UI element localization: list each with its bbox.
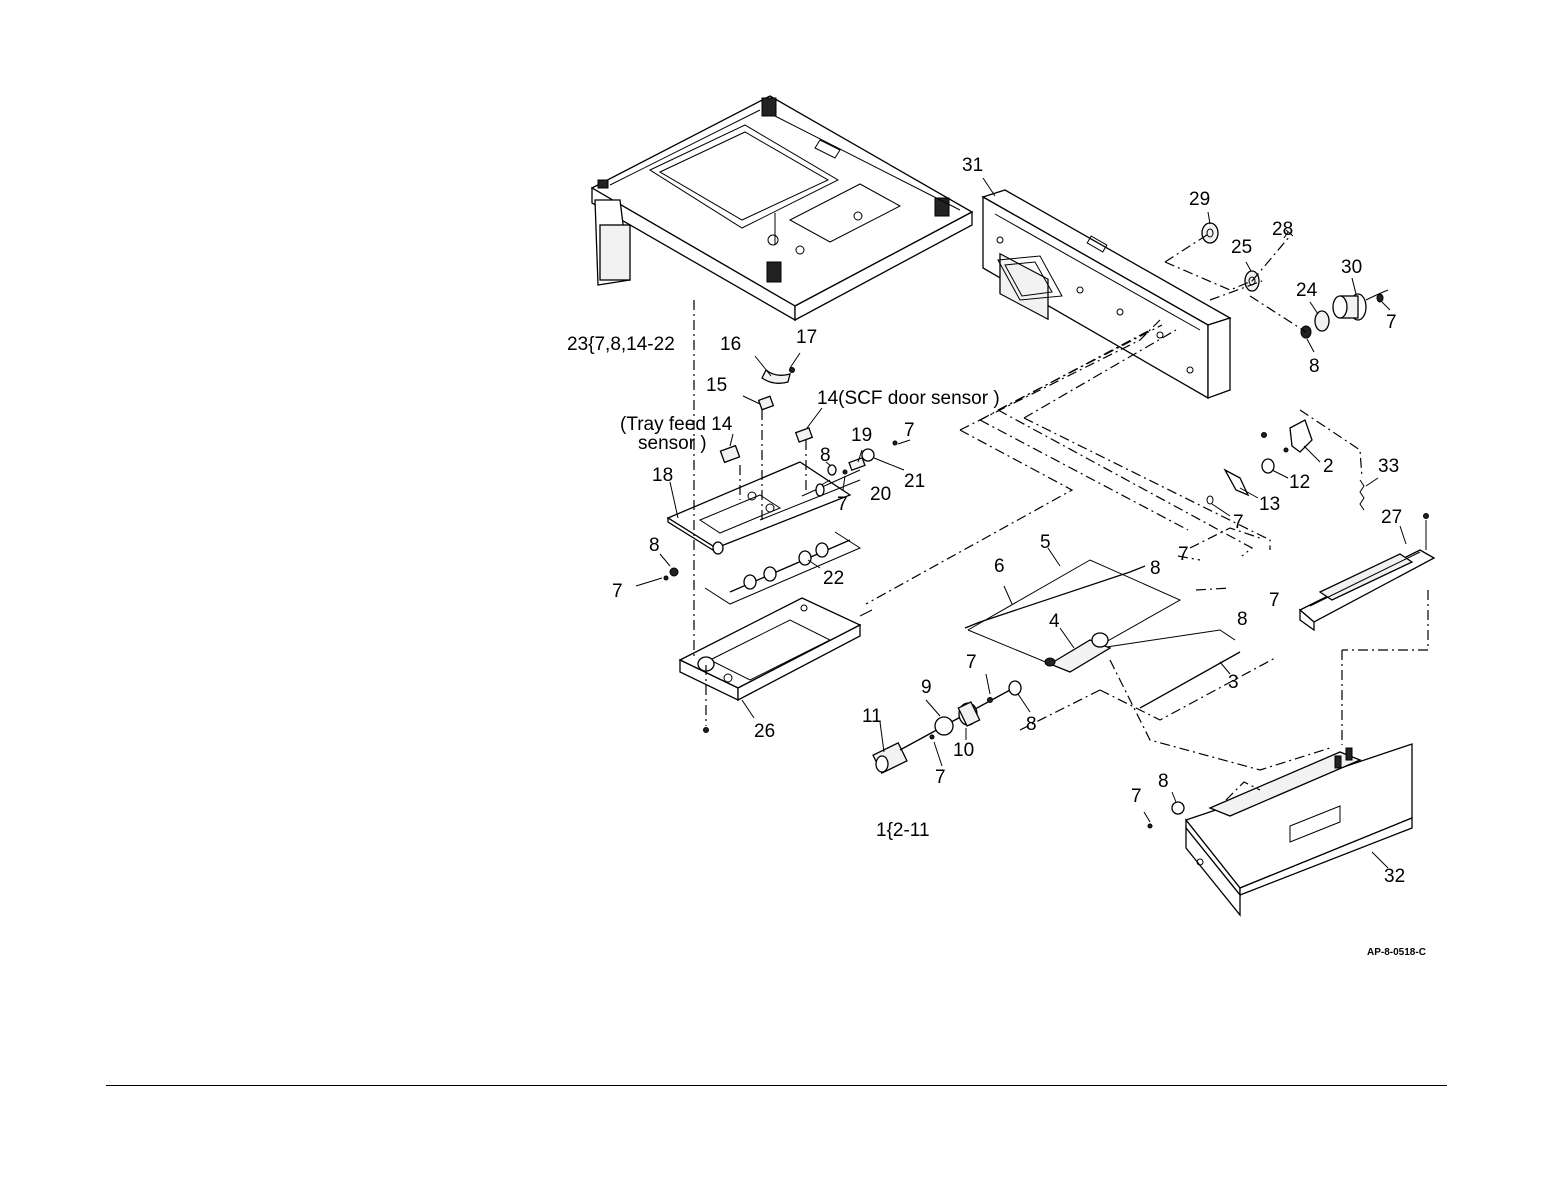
right-cover-part-32: [1144, 744, 1412, 915]
callout-9: 9: [921, 677, 932, 698]
callout-15: 15: [706, 375, 727, 396]
callout-8: 8: [1150, 558, 1161, 579]
callout-7: 7: [935, 767, 946, 788]
callout-7: 7: [837, 494, 848, 515]
callout-26: 26: [754, 721, 775, 742]
callout-8: 8: [820, 445, 831, 466]
callout-11: 11: [862, 706, 882, 727]
top-frame-assembly: [592, 96, 972, 320]
callout-22: 22: [823, 568, 844, 589]
callout-8: 8: [1237, 609, 1248, 630]
callout-20: 20: [870, 484, 891, 505]
figure-id: AP-8-0518-C: [1367, 947, 1426, 958]
callout-33: 33: [1378, 456, 1399, 477]
callout-13: 13: [1259, 494, 1280, 515]
callout-14-scf: 14(SCF door sensor ): [817, 388, 1000, 409]
callout-8: 8: [1158, 771, 1169, 792]
callout-12: 12: [1289, 472, 1310, 493]
callout-10: 10: [953, 740, 974, 761]
callout-16: 16: [720, 334, 741, 355]
callout-8: 8: [649, 535, 660, 556]
callout-21: 21: [904, 471, 925, 492]
callout-7: 7: [904, 420, 915, 441]
callout-17: 17: [796, 327, 817, 348]
callout-6: 6: [994, 556, 1005, 577]
rear-frame-part-31: [983, 178, 1230, 398]
callout-7: 7: [1269, 590, 1280, 611]
feed-rollers: [873, 674, 1030, 773]
right-guide-part-27: [1300, 514, 1434, 631]
callout-30: 30: [1341, 257, 1362, 278]
callout-14-tray: (Tray feed 14: [620, 414, 733, 435]
callout-19: 19: [851, 425, 872, 446]
callout-7: 7: [1131, 786, 1142, 807]
callout-7: 7: [1233, 512, 1244, 533]
door-linkage-parts: [1207, 410, 1378, 516]
bottom-rule: [106, 1085, 1447, 1086]
feed-shafts: [965, 548, 1240, 708]
callout-7: 7: [966, 652, 977, 673]
callout-8: 8: [1026, 714, 1037, 735]
callout-3: 3: [1228, 672, 1239, 693]
callout-32: 32: [1384, 866, 1405, 887]
callout-5: 5: [1040, 532, 1051, 553]
callout-7: 7: [612, 581, 623, 602]
callout-18: 18: [652, 465, 673, 486]
callout-28: 28: [1272, 219, 1293, 240]
callout-27: 27: [1381, 507, 1402, 528]
callout-8: 8: [1309, 356, 1320, 377]
callout-7: 7: [1178, 544, 1189, 565]
callout-23: 23{7,8,14-22: [567, 334, 675, 355]
callout-31: 31: [962, 155, 983, 176]
callout-14-tray-2: sensor ): [638, 433, 707, 454]
callout-4: 4: [1049, 611, 1060, 632]
callout-2: 2: [1323, 456, 1334, 477]
callout-25: 25: [1231, 237, 1252, 258]
callout-24: 24: [1296, 280, 1318, 301]
callout-29: 29: [1189, 189, 1210, 210]
callout-7: 7: [1386, 312, 1397, 333]
callout-1: 1{2-11: [876, 820, 930, 841]
left-tray-part-26: [680, 598, 872, 733]
